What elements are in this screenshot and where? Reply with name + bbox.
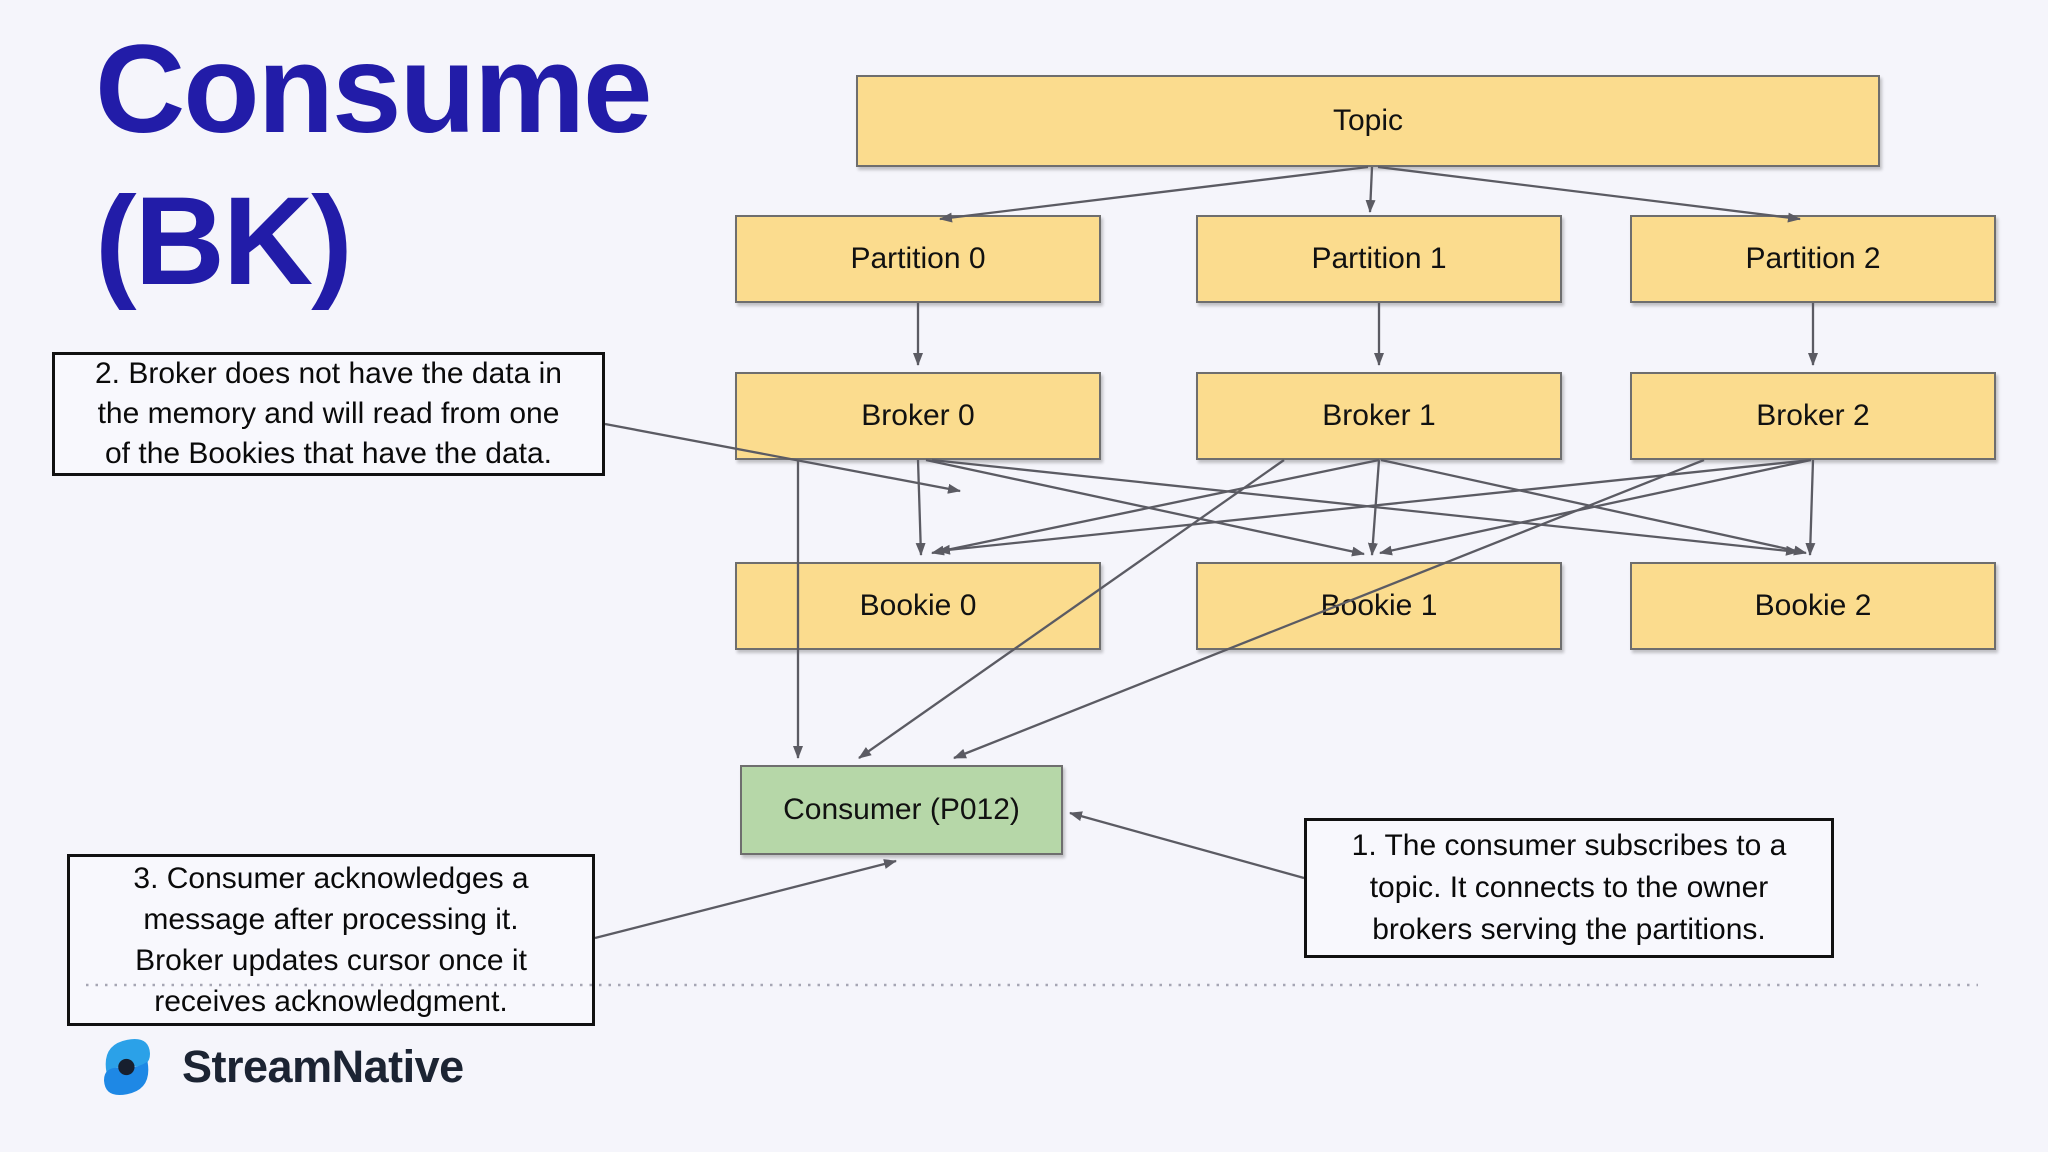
streamnative-logo-icon <box>104 1038 150 1096</box>
page-title-line1: Consume <box>95 20 653 159</box>
annotation-step3: 3. Consumer acknowledges a message after… <box>67 854 595 1026</box>
arrow-broker1-bookie1 <box>1367 459 1381 556</box>
annotation-step2-line1: 2. Broker does not have the data in <box>95 357 562 390</box>
annotation-step2-line3: of the Bookies that have the data. <box>105 437 552 470</box>
arrow-broker0-bookie2 <box>931 458 1799 556</box>
arrow-note3-consumer <box>594 859 897 940</box>
node-broker-0: Broker 0 <box>735 372 1101 460</box>
arrow-topic-partition0 <box>939 165 1369 223</box>
annotation-step1-line2: topic. It connects to the owner <box>1369 871 1769 904</box>
node-broker-2: Broker 2 <box>1630 372 1996 460</box>
arrow-broker2-bookie2 <box>1805 459 1816 556</box>
node-partition-2: Partition 2 <box>1630 215 1996 303</box>
arrow-note1-consumer <box>1069 811 1305 880</box>
arrow-broker2-bookie1 <box>1379 458 1812 556</box>
node-consumer: Consumer (P012) <box>740 765 1063 855</box>
node-bookie-0: Bookie 0 <box>735 562 1101 650</box>
node-broker-1: Broker 1 <box>1196 372 1562 460</box>
arrow-broker1-bookie2 <box>1380 458 1807 556</box>
arrow-broker0-bookie0 <box>915 459 926 556</box>
arrow-broker0-bookie1 <box>925 458 1365 557</box>
brand-wordmark: StreamNative <box>182 1041 464 1092</box>
annotation-step2-line2: the memory and will read from one <box>97 397 560 430</box>
annotation-step3-line3: Broker updates cursor once it <box>135 944 527 977</box>
annotation-step1-line3: brokers serving the partitions. <box>1372 913 1766 946</box>
annotation-step3-line4: receives acknowledgment. <box>154 985 508 1018</box>
node-partition-1: Partition 1 <box>1196 215 1562 303</box>
arrow-topic-partition2 <box>1377 165 1801 223</box>
node-bookie-2: Bookie 2 <box>1630 562 1996 650</box>
annotation-step3-line1: 3. Consumer acknowledges a <box>133 862 529 895</box>
annotation-step1: 1. The consumer subscribes to a topic. I… <box>1304 818 1834 958</box>
annotation-step3-line2: message after processing it. <box>143 903 519 936</box>
annotation-step1-line1: 1. The consumer subscribes to a <box>1351 829 1787 862</box>
arrow-broker1-bookie0 <box>931 458 1380 556</box>
footer-brand: StreamNative <box>98 1028 464 1106</box>
node-topic: Topic <box>856 75 1880 167</box>
arrow-topic-partition1 <box>1365 166 1376 213</box>
arrow-broker2-bookie0 <box>937 458 1812 555</box>
annotation-step2: 2. Broker does not have the data in the … <box>52 352 605 476</box>
node-bookie-1: Bookie 1 <box>1196 562 1562 650</box>
node-partition-0: Partition 0 <box>735 215 1101 303</box>
page-title-line2: (BK) <box>95 172 353 311</box>
page-title: Consume (BK) <box>95 14 653 318</box>
